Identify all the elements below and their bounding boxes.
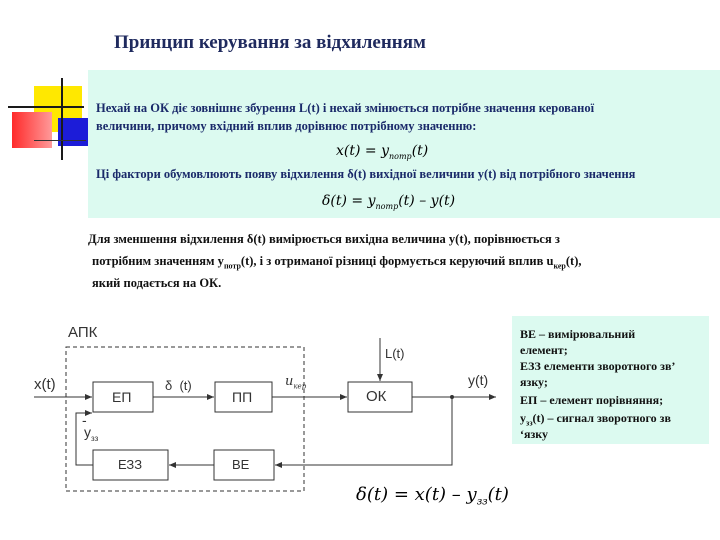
legend-line-1: ВЕ – вимірювальний [520,327,636,341]
block-ok-label: ОК [366,388,387,405]
block-ezz [92,449,169,481]
decor-horizontal-line-2 [34,140,86,141]
legend-line-7: ‘язку [520,427,549,441]
block-ep-label: ЕП [112,389,132,405]
ukep-label: uкер [285,374,307,391]
branch-point [450,395,454,399]
formula-input: x(t) = yпотр(t) [336,143,429,161]
formula-deviation: δ(t) = yпотр(t) – y(t) [322,193,456,211]
decor-vertical-line [61,78,63,160]
page-title: Принцип керування за відхиленням [114,32,426,53]
info-line-3: Ці фактори обумовлюють появу відхилення … [96,167,636,181]
input-label: x(t) [34,376,56,393]
legend-line-2: елемент; [520,343,568,357]
block-ok [347,381,413,413]
feedback-line [275,397,453,468]
paragraph-line-3: який подається на ОК. [92,276,222,290]
paragraph-line-1: Для зменшення відхилення δ(t) вимірюєтьс… [88,232,560,246]
minus-sign: - [82,412,87,428]
disturbance-label: L(t) [385,346,405,361]
info-box [88,70,720,218]
legend-line-3: ЕЗЗ елементи зворотного зв’ [520,359,676,373]
decor-red-square [12,112,52,148]
output-label: y(t) [468,372,489,388]
legend-box [512,316,709,444]
legend-line-5: ЕП – елемент порівняння; [520,393,664,407]
delta-label: δ (t) [165,378,192,393]
decor-horizontal-line [8,106,84,108]
block-ve-label: ВЕ [232,457,250,472]
bottom-formula: δ(t) = x(t) – yзз(t) [356,484,509,508]
legend-line-6: yзз(t) – сигнал зворотного зв [520,411,671,428]
block-ep [92,381,154,413]
apk-label: АПК [68,324,98,341]
apk-dashed-border [65,346,305,492]
decor-blue-square [58,118,90,146]
legend-line-4: язку; [520,375,548,389]
info-line-2: величини, причому вхідний вплив дорівнює… [96,119,477,133]
yzz-label: yзз [84,424,99,443]
block-pp-label: ПП [232,389,253,405]
paragraph-line-2: потрібним значенням употр(t), і з отрима… [92,254,582,271]
block-ezz-label: ЕЗЗ [118,457,143,472]
info-line-1: Нехай на ОК діє зовнішнє збурення L(t) і… [96,101,595,115]
arrow-ezz-ep [75,410,93,466]
